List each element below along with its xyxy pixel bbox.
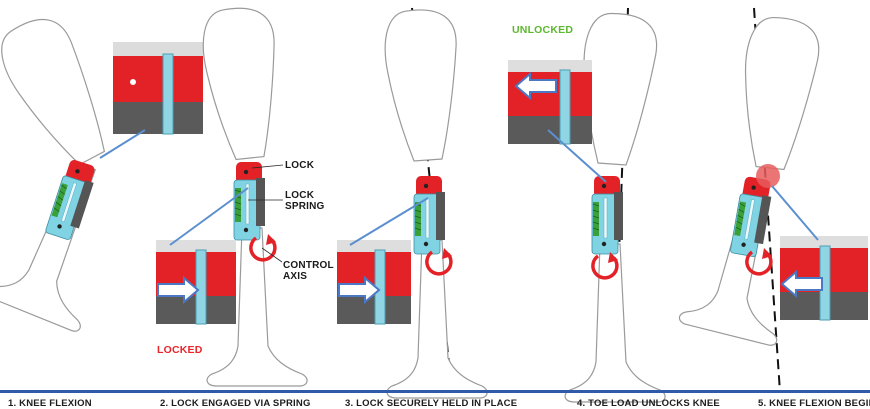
knee-mechanism: [592, 176, 623, 254]
callout-control-axis-line2: AXIS: [283, 271, 334, 282]
step-5-label: 5. KNEE FLEXION BEGINS: [758, 398, 870, 409]
callout-lock: LOCK: [285, 160, 314, 171]
knee-joint: [756, 164, 780, 188]
panel-4-toe-load: [508, 8, 665, 402]
lock-zoom-inset: [113, 42, 203, 134]
callout-lock-spring-line2: SPRING: [285, 201, 325, 212]
unlock-zoom-inset: [780, 236, 868, 320]
knee-mechanism: [730, 176, 774, 258]
knee-mechanism: [414, 176, 445, 254]
panel-5-flexion-begins: [678, 8, 868, 392]
knee-mechanism: [234, 162, 265, 240]
step-3-label: 3. LOCK SECURELY HELD IN PLACE: [345, 398, 517, 409]
step-2-label: 2. LOCK ENGAGED VIA SPRING: [160, 398, 311, 409]
callout-lock-spring-line1: LOCK: [285, 190, 325, 201]
thigh-outline: [0, 8, 124, 174]
footer-rule: [0, 390, 870, 393]
panel-3-lock-held: [337, 7, 487, 398]
leader-line: [772, 186, 818, 240]
thigh-outline: [735, 15, 822, 172]
step-4-label: 4. TOE LOAD UNLOCKS KNEE: [577, 398, 720, 409]
callout-control-axis-line1: CONTROL: [283, 260, 334, 271]
thigh-outline: [382, 7, 464, 162]
callout-control-axis: CONTROL AXIS: [283, 260, 334, 282]
state-locked-label: LOCKED: [157, 344, 203, 356]
leader-line: [100, 130, 145, 158]
lock-zoom-inset: [337, 240, 411, 324]
callout-lock-spring: LOCK SPRING: [285, 190, 325, 212]
state-unlocked-label: UNLOCKED: [512, 24, 573, 36]
thigh-outline: [199, 5, 286, 162]
lock-zoom-inset: [156, 240, 236, 324]
step-1-label: 1. KNEE FLEXION: [8, 398, 92, 409]
knee-mechanism: [45, 158, 99, 242]
